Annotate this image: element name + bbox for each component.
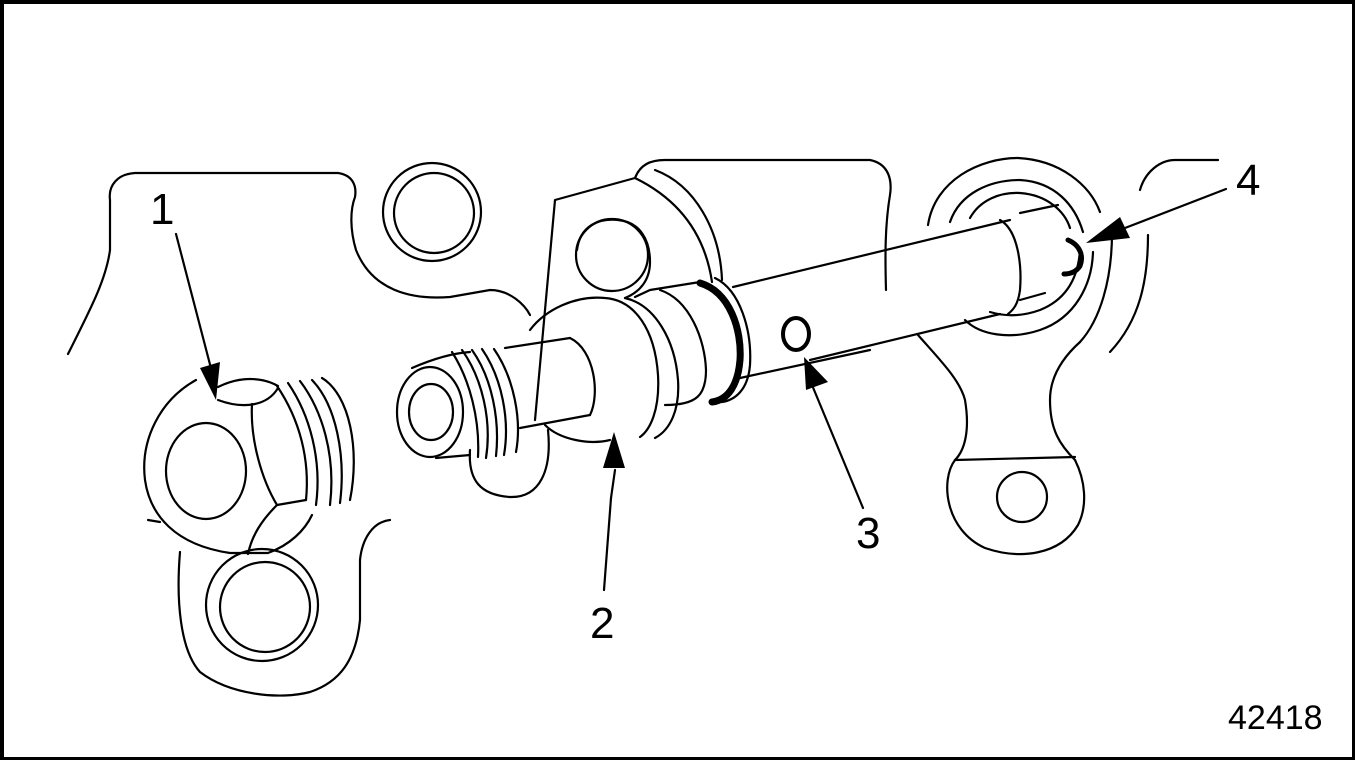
leader-1 bbox=[174, 232, 220, 400]
figure-number: 42418 bbox=[1228, 699, 1323, 737]
housing-outline-left bbox=[66, 171, 532, 697]
leader-3 bbox=[804, 357, 865, 510]
retaining-ring-item-4 bbox=[1061, 237, 1084, 277]
shaft-item-2 bbox=[395, 203, 1060, 460]
upper-boss bbox=[381, 161, 483, 263]
plug-item-1 bbox=[143, 376, 355, 663]
callout-2: 2 bbox=[590, 599, 615, 648]
leader-4 bbox=[1086, 187, 1228, 243]
right-boss bbox=[916, 156, 1220, 556]
callout-4: 4 bbox=[1236, 156, 1261, 205]
leader-2 bbox=[602, 432, 625, 592]
callout-3: 3 bbox=[856, 509, 881, 558]
hole-item-3 bbox=[781, 316, 811, 352]
center-bracket bbox=[468, 158, 892, 499]
callout-1: 1 bbox=[150, 185, 175, 234]
